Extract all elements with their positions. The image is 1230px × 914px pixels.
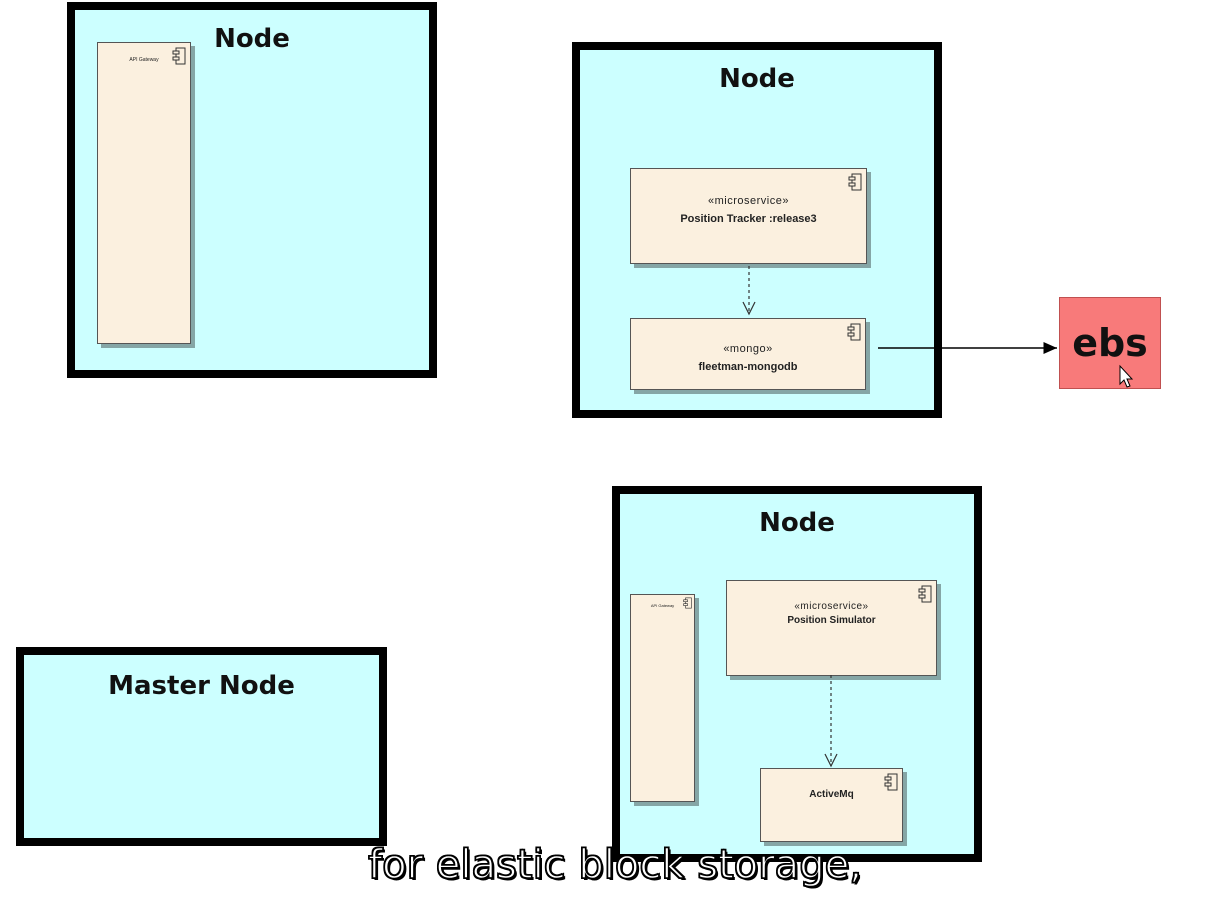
component-icon xyxy=(683,597,692,609)
component-icon xyxy=(918,585,932,603)
master-node[interactable]: Master Node xyxy=(16,647,387,846)
node-top-left[interactable]: Node API Gateway xyxy=(67,2,437,378)
component-stereotype: «microservice» xyxy=(794,601,869,612)
node-top-right[interactable]: Node «microservice» Position Tracker :re… xyxy=(572,42,942,418)
component-name: ActiveMq xyxy=(809,789,854,800)
component-icon xyxy=(172,47,186,65)
component-stereotype: «mongo» xyxy=(723,343,773,355)
component-name: Position Simulator xyxy=(787,615,876,626)
activemq-component[interactable]: ActiveMq xyxy=(760,768,903,842)
component-name: Position Tracker :release3 xyxy=(680,213,817,225)
subtitle-caption: for elastic block storage, xyxy=(367,841,862,889)
component-icon xyxy=(848,173,862,191)
node-title: Node xyxy=(759,508,835,538)
ebs-storage-box[interactable]: ebs xyxy=(1059,297,1161,389)
api-gateway-component[interactable]: API Gateway xyxy=(630,594,695,802)
component-name: fleetman-mongodb xyxy=(698,361,798,373)
position-simulator-component[interactable]: «microservice» Position Simulator xyxy=(726,580,937,676)
component-icon xyxy=(884,773,898,791)
fleetman-mongodb-component[interactable]: «mongo» fleetman-mongodb xyxy=(630,318,866,390)
api-gateway-component[interactable]: API Gateway xyxy=(97,42,191,344)
node-bottom-right[interactable]: Node API Gateway «microservice» Position… xyxy=(612,486,982,862)
component-name: API Gateway xyxy=(129,57,159,63)
node-title: Node xyxy=(719,64,795,94)
component-icon xyxy=(847,323,861,341)
ebs-label: ebs xyxy=(1072,321,1148,365)
component-name: API Gateway xyxy=(650,603,675,608)
node-title: Node xyxy=(214,24,290,54)
position-tracker-component[interactable]: «microservice» Position Tracker :release… xyxy=(630,168,867,264)
master-node-title: Master Node xyxy=(108,671,295,701)
component-stereotype: «microservice» xyxy=(708,195,789,207)
